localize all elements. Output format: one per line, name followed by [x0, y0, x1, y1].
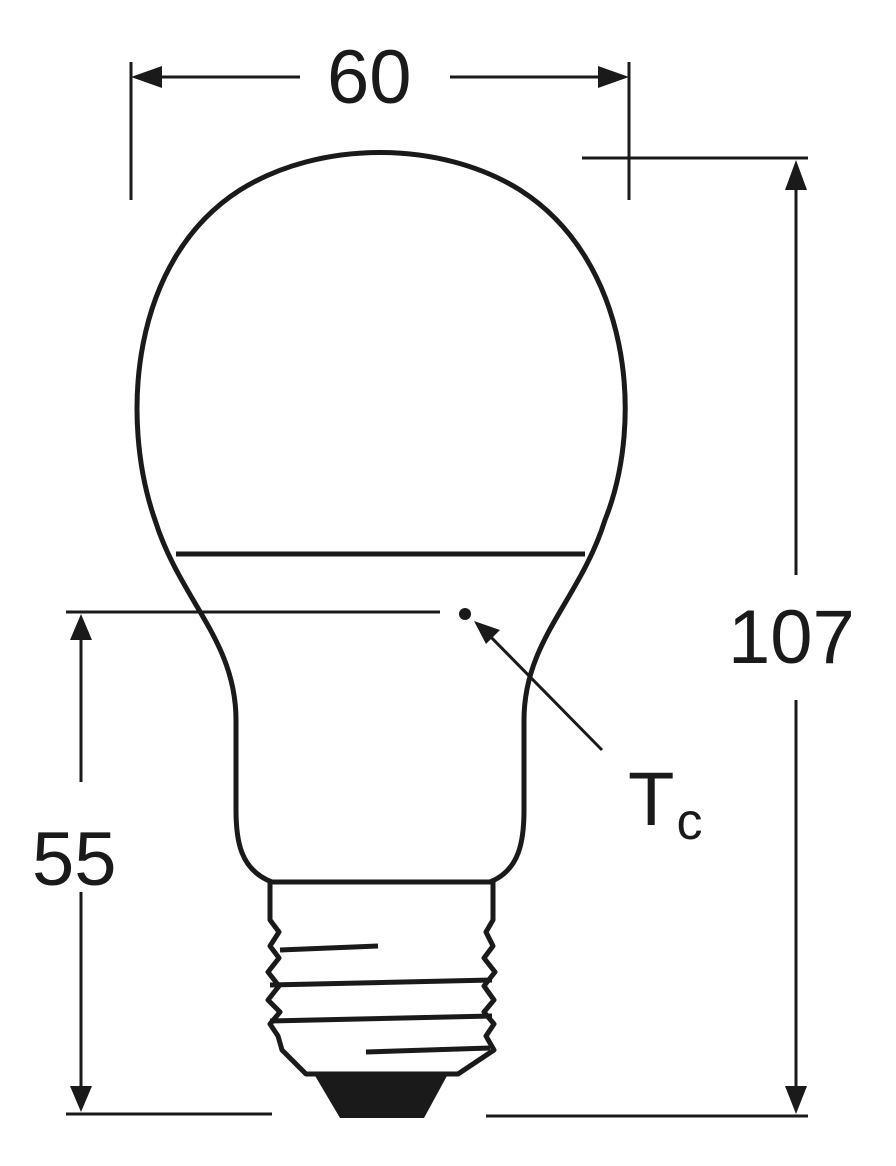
tc-leader-arrow — [474, 621, 500, 644]
height-dimension-label: 107 — [728, 595, 855, 680]
width-dimension-label: 60 — [327, 35, 412, 120]
thread-line-2 — [269, 977, 493, 988]
tc-annotation-label: Tc — [628, 762, 702, 849]
tc-arrow-top — [70, 614, 92, 640]
tc-label-subscript: c — [676, 793, 703, 851]
tc-arrow-bottom — [70, 1086, 92, 1112]
screw-base-outline — [265, 879, 498, 1077]
height-arrow-bottom — [785, 1086, 807, 1114]
thread-line-3 — [269, 1013, 493, 1024]
tc-point — [459, 608, 471, 620]
thread-line-1 — [279, 943, 379, 953]
contact-tip — [314, 1074, 448, 1118]
bulb-outline — [134, 150, 628, 885]
thread-line-4 — [365, 1045, 491, 1055]
width-arrow-left — [131, 66, 162, 88]
width-arrow-right — [598, 66, 629, 88]
height-arrow-top — [785, 160, 807, 190]
tc-leader-line — [480, 626, 604, 752]
tc-label-main: T — [628, 757, 675, 842]
tc-height-dimension-label: 55 — [32, 817, 117, 902]
